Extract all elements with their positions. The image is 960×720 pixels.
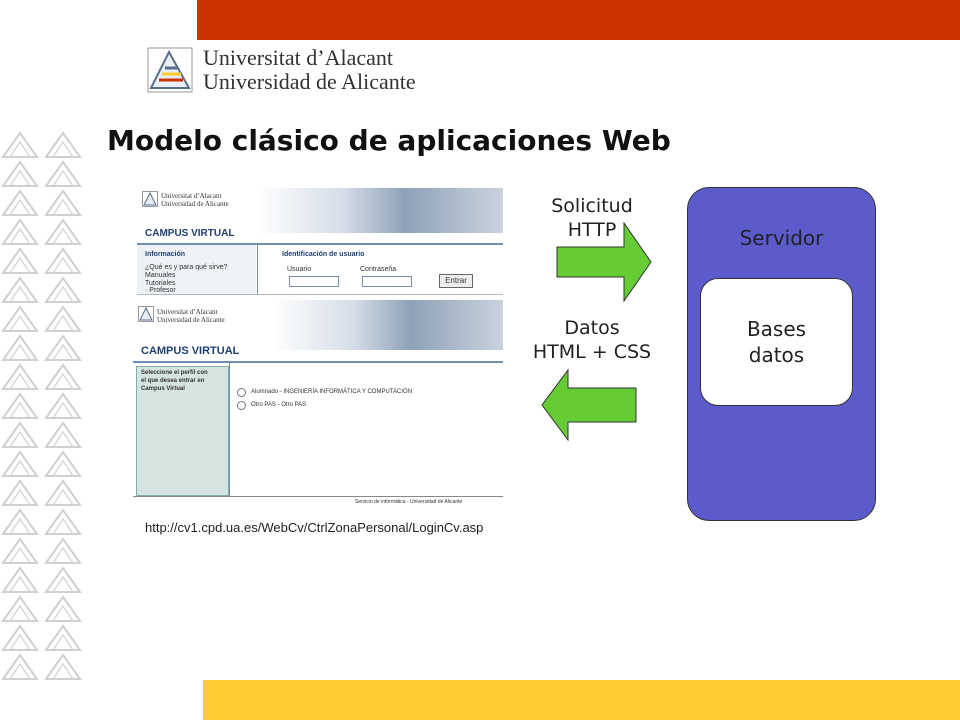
info-item[interactable]: Manuales bbox=[145, 272, 176, 279]
source-url[interactable]: http://cv1.cpd.ua.es/WebCv/CtrlZonaPerso… bbox=[145, 520, 484, 535]
bottom-accent-bar bbox=[203, 680, 960, 720]
password-input[interactable] bbox=[362, 276, 412, 287]
university-emblem-icon bbox=[147, 47, 193, 93]
profile-radio[interactable] bbox=[237, 388, 246, 397]
profile-radio[interactable] bbox=[237, 401, 246, 410]
database-label: Bases datos bbox=[746, 317, 807, 367]
profile-heading: CAMPUS VIRTUAL bbox=[141, 345, 240, 357]
profile-divider bbox=[133, 361, 503, 363]
login-logo-line-2: Universidad de Alicante bbox=[161, 200, 229, 208]
response-line-2: HTML + CSS bbox=[532, 341, 652, 363]
slide-title: Modelo clásico de aplicaciones Web bbox=[107, 124, 671, 157]
database-box: Bases datos bbox=[700, 278, 853, 406]
request-line-2: HTTP bbox=[567, 219, 617, 241]
info-item[interactable]: · Profesor bbox=[145, 287, 176, 294]
footer-rule bbox=[133, 496, 503, 497]
profile-banner-image bbox=[273, 300, 503, 350]
enter-button[interactable]: Entrar bbox=[439, 274, 473, 288]
user-label: Usuario bbox=[287, 266, 312, 273]
login-page-screenshot: Universitat d’Alacant Universidad de Ali… bbox=[137, 188, 503, 295]
login-divider bbox=[137, 243, 503, 245]
response-line-1: Datos bbox=[564, 317, 620, 339]
side-text: Seleccione el perfil con bbox=[141, 370, 208, 376]
password-label: Contraseña bbox=[360, 266, 397, 273]
decorative-pattern bbox=[0, 130, 86, 680]
server-box: Servidor Bases datos bbox=[687, 187, 876, 521]
profile-option[interactable]: Otro PAS - Otro PAS bbox=[251, 402, 307, 408]
profile-logo-line-2: Universidad de Alicante bbox=[157, 316, 225, 324]
profile-option[interactable]: Alumnado - INGENIERÍA INFORMÁTICA Y COMP… bbox=[251, 389, 413, 395]
profile-page-screenshot: Universitat d’Alacant Universidad de Ali… bbox=[133, 300, 503, 506]
info-item[interactable]: ¿Qué es y para qué sirve? bbox=[145, 264, 228, 271]
panel-divider bbox=[257, 245, 258, 294]
server-label: Servidor bbox=[739, 226, 824, 250]
login-heading: CAMPUS VIRTUAL bbox=[145, 228, 235, 239]
response-label: Datos HTML + CSS bbox=[522, 316, 662, 364]
university-logo: Universitat d’Alacant Universidad de Ali… bbox=[147, 46, 447, 96]
right-arrow-icon bbox=[556, 222, 652, 302]
side-text: el que desea entrar en bbox=[141, 378, 205, 384]
university-emblem-icon bbox=[142, 191, 158, 207]
user-input[interactable] bbox=[289, 276, 339, 287]
left-arrow-icon bbox=[541, 369, 637, 441]
logo-line-2: Universidad de Alicante bbox=[203, 69, 416, 94]
panel-divider bbox=[229, 363, 230, 496]
login-banner-image bbox=[257, 188, 503, 233]
request-line-1: Solicitud bbox=[551, 195, 633, 217]
info-panel bbox=[137, 245, 256, 294]
university-emblem-icon bbox=[138, 306, 154, 322]
request-label: Solicitud HTTP bbox=[532, 194, 652, 242]
profile-side-panel bbox=[136, 366, 229, 496]
info-item[interactable]: Tutoriales bbox=[145, 280, 176, 287]
profile-footer: Servicio de informática - Universidad de… bbox=[355, 499, 463, 505]
side-text: Campus Virtual bbox=[141, 386, 185, 392]
login-logo-line-1: Universitat d’Alacant bbox=[161, 192, 222, 200]
logo-line-1: Universitat d’Alacant bbox=[203, 45, 393, 70]
info-title: Información bbox=[145, 251, 186, 258]
top-accent-bar bbox=[197, 0, 960, 40]
id-title: Identificación de usuario bbox=[282, 251, 365, 258]
profile-logo-line-1: Universitat d’Alacant bbox=[157, 308, 218, 316]
